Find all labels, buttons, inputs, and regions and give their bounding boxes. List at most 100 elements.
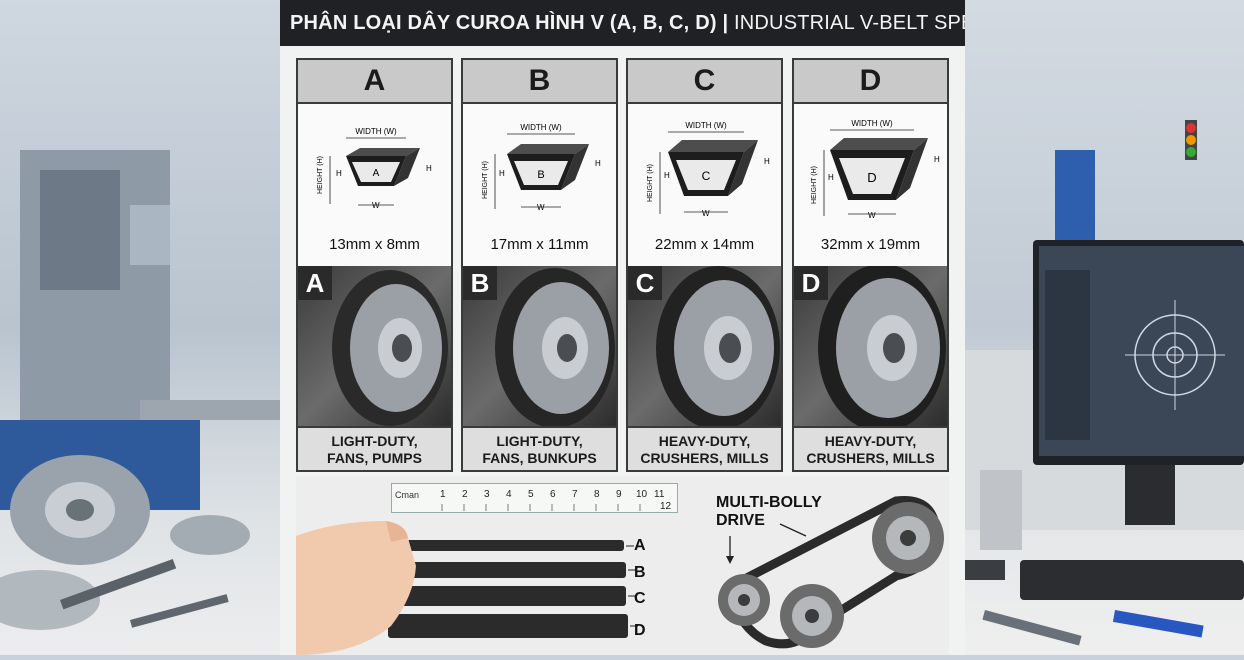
ruler-ticks: [441, 504, 641, 511]
h-label: H: [764, 157, 770, 166]
h-label: H: [934, 155, 940, 164]
belt-usage: HEAVY-DUTY, CRUSHERS, MILLS: [628, 426, 781, 470]
w-label: W: [868, 211, 876, 220]
belt-type-header: B: [463, 60, 616, 104]
width-label: WIDTH (W): [851, 119, 893, 128]
ruler-tick-label: 3: [484, 489, 490, 500]
ruler-unit-label: Cman: [395, 490, 420, 500]
cross-section-diagram: WIDTH (W) C HEIGHT (H) H H W: [628, 104, 781, 264]
belt-comparison-section: Cman 1 2 3 4 5 6 7 8 9 10 11 12: [296, 476, 949, 655]
usage-line-2: CRUSHERS, MILLS: [806, 450, 935, 466]
h-label: H: [499, 169, 505, 178]
belt-dimensions: 32mm x 19mm: [820, 236, 921, 253]
h-label: H: [664, 171, 670, 180]
belt-type-column-d: D WIDTH (W) D HEIGHT (H) H H W 32mm x 19…: [792, 58, 949, 472]
photo-letter-badge: B: [463, 266, 497, 300]
cross-section-diagram: WIDTH (W) B HEIGHT (H) H H W: [463, 104, 616, 264]
pulley-image: [332, 270, 448, 426]
drive-label-line-1: MULTI-BOLLY: [716, 494, 822, 511]
photo-letter-badge: C: [628, 266, 662, 300]
cross-section-diagram: WIDTH (W) D HEIGHT (H) H H W: [794, 104, 947, 264]
h-label: H: [595, 159, 601, 168]
v-belt-cross-section-icon: WIDTH (W) A HEIGHT (H) H H W: [317, 127, 432, 210]
photo-letter-badge: A: [298, 266, 332, 300]
belt-dimensions: 13mm x 8mm: [329, 236, 420, 253]
cross-section-diagram: WIDTH (W) A HEIGHT (H) H H W: [298, 104, 451, 264]
belt-sample-a: [366, 540, 624, 551]
height-vertical-label: HEIGHT (H): [482, 161, 489, 199]
h-label: H: [336, 169, 342, 178]
belt-type-column-a: A WIDTH (W) A HEIGHT (H) H H W 13mm x 8m…: [296, 58, 453, 472]
multi-pulley-drive-diagram: [718, 495, 944, 649]
title-sub: INDUSTRIAL V-BELT SPECIFICATIONS: [734, 12, 965, 34]
belt-usage: LIGHT-DUTY, FANS, BUNKUPS: [463, 426, 616, 470]
usage-line-1: HEAVY-DUTY,: [658, 433, 751, 449]
belt-sample-label: C: [634, 590, 646, 607]
belt-usage: LIGHT-DUTY, FANS, PUMPS: [298, 426, 451, 470]
belt-type-header: A: [298, 60, 451, 104]
belt-sample-d: [388, 614, 628, 638]
w-label: W: [372, 201, 380, 210]
infographic-panel: PHÂN LOẠI DÂY CUROA HÌNH V (A, B, C, D) …: [280, 0, 965, 655]
w-label: W: [537, 203, 545, 212]
belt-dimensions: 22mm x 14mm: [654, 236, 755, 253]
pulley-image: [656, 266, 780, 426]
ruler-tick-label: 10: [636, 489, 648, 500]
belt-pulley-photo: A: [298, 266, 451, 426]
drive-label: MULTI-BOLLY DRIVE: [716, 494, 822, 530]
ruler-tick-label: 2: [462, 489, 468, 500]
ruler-tick-label: 5: [528, 489, 534, 500]
section-letter: A: [373, 168, 380, 179]
section-letter: B: [537, 169, 544, 181]
background-workshop-left: [0, 0, 280, 655]
background-workshop-right: [965, 0, 1244, 655]
ruler-tick-label: 1: [440, 489, 446, 500]
width-label: WIDTH (W): [520, 123, 562, 132]
width-label: WIDTH (W): [355, 127, 397, 136]
usage-line-1: LIGHT-DUTY,: [331, 433, 418, 449]
height-vertical-label: HEIGHT (H): [317, 156, 324, 194]
v-belt-cross-section-icon: WIDTH (W) B HEIGHT (H) H H W: [482, 123, 601, 212]
ruler-tick-label: 7: [572, 489, 578, 500]
usage-line-1: LIGHT-DUTY,: [496, 433, 583, 449]
v-belt-cross-section-icon: WIDTH (W) D HEIGHT (H) H H W: [811, 119, 940, 220]
usage-line-1: HEAVY-DUTY,: [824, 433, 917, 449]
ruler-tick-label: 4: [506, 489, 512, 500]
belt-pulley-photo: B: [463, 266, 616, 426]
hand-image: [296, 521, 416, 655]
w-label: W: [702, 209, 710, 218]
belt-type-header: C: [628, 60, 781, 104]
height-vertical-label: HEIGHT (H): [811, 166, 818, 204]
belt-type-column-c: C WIDTH (W) C HEIGHT (H) H H W 22mm x 14…: [626, 58, 783, 472]
belt-dimensions: 17mm x 11mm: [490, 236, 589, 253]
office-illustration-right: [965, 120, 1244, 646]
section-letter: C: [702, 169, 711, 183]
photo-letter-badge: D: [794, 266, 828, 300]
usage-line-2: FANS, BUNKUPS: [482, 450, 597, 466]
pulley-image: [818, 266, 946, 426]
infographic-title: PHÂN LOẠI DÂY CUROA HÌNH V (A, B, C, D) …: [280, 0, 965, 46]
ruler-tick-label: 9: [616, 489, 622, 500]
belt-sample-b: [376, 562, 626, 578]
belt-sample-label: A: [634, 537, 646, 554]
usage-line-2: FANS, PUMPS: [327, 450, 422, 466]
ruler-tick-label: 11: [654, 489, 665, 500]
section-letter: D: [867, 170, 876, 185]
drive-label-line-2: DRIVE: [716, 512, 765, 529]
belt-sample-label: B: [634, 564, 646, 581]
h-label: H: [426, 164, 432, 173]
title-main: PHÂN LOẠI DÂY CUROA HÌNH V (A, B, C, D) …: [290, 12, 729, 34]
h-label: H: [828, 173, 834, 182]
belt-pulley-photo: D: [794, 266, 947, 426]
belt-samples-illustration: [296, 521, 638, 655]
ruler-tick-label: 12: [660, 501, 672, 512]
v-belt-cross-section-icon: WIDTH (W) C HEIGHT (H) H H W: [647, 121, 770, 218]
width-label: WIDTH (W): [685, 121, 727, 130]
height-vertical-label: HEIGHT (H): [647, 164, 654, 202]
belt-pulley-photo: C: [628, 266, 781, 426]
belt-sample-c: [384, 586, 626, 606]
machinery-illustration-left: [0, 150, 280, 630]
belt-type-column-b: B WIDTH (W) B HEIGHT (H) H H W 17mm x 11…: [461, 58, 618, 472]
ruler-tick-label: 6: [550, 489, 556, 500]
measuring-ruler: Cman 1 2 3 4 5 6 7 8 9 10 11 12: [391, 483, 678, 513]
